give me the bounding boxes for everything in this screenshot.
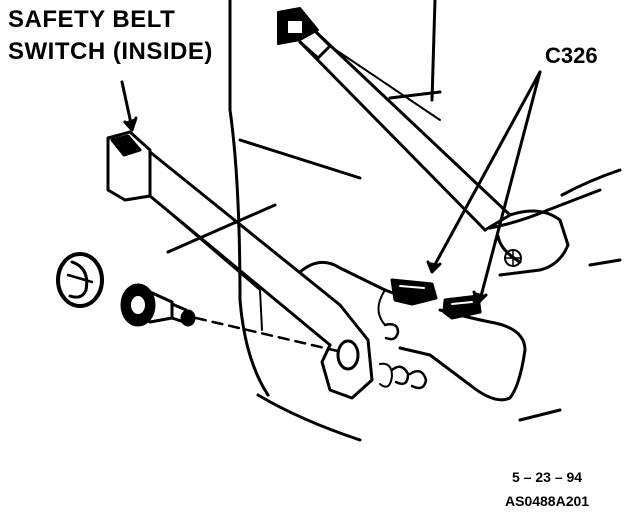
figure-date: 5 – 23 – 94 bbox=[512, 469, 583, 485]
safety-belt-switch-label-line2: SWITCH (INSIDE) bbox=[8, 38, 213, 65]
connector-c326-label: C326 bbox=[545, 43, 598, 68]
figure-code: AS0488A201 bbox=[505, 493, 590, 509]
rear-buckle-arm bbox=[277, 7, 570, 277]
switch-fasteners bbox=[56, 252, 196, 327]
safety-belt-switch-label-line1: SAFETY BELT bbox=[8, 6, 176, 33]
wiring-harness bbox=[298, 260, 527, 402]
seat-outline bbox=[228, 0, 622, 442]
leader-lines bbox=[120, 70, 542, 354]
front-buckle-arm bbox=[106, 130, 374, 400]
